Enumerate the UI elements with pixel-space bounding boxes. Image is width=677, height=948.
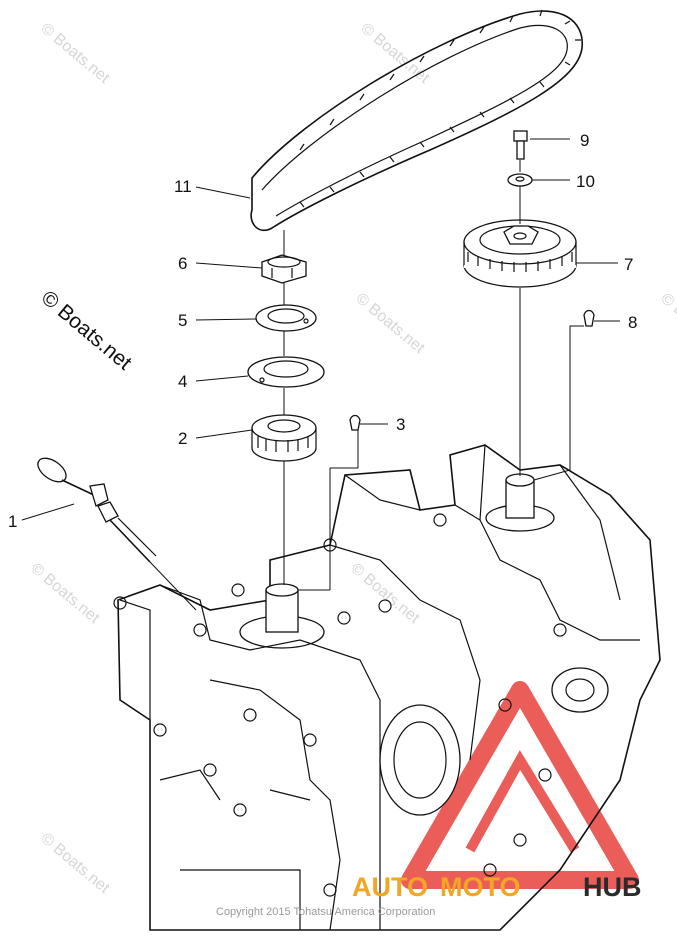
callout-10: 10 <box>576 172 595 191</box>
woodruff-key <box>583 309 595 327</box>
assembly-center-lines <box>149 160 584 611</box>
woodruff-key <box>349 414 361 431</box>
plate-upper <box>255 304 317 332</box>
callout-2: 2 <box>178 429 187 448</box>
cam-pulley <box>463 219 577 288</box>
brand-part-hub: HUB <box>583 872 642 902</box>
callout-labels: 1 2 3 4 5 6 7 8 9 10 11 <box>8 131 637 531</box>
callout-1: 1 <box>8 512 17 531</box>
callout-5: 5 <box>178 311 187 330</box>
dipstick <box>37 457 157 563</box>
watermark: © Boats.net <box>657 290 677 357</box>
callout-4: 4 <box>178 372 187 391</box>
bolt <box>513 130 528 160</box>
engine-block <box>113 444 661 931</box>
watermark: © Boats.net <box>357 20 433 87</box>
watermark: © Boats.net <box>347 560 423 627</box>
callout-3: 3 <box>396 415 405 434</box>
callout-8: 8 <box>628 313 637 332</box>
callout-11: 11 <box>174 177 192 196</box>
watermark: © Boats.net <box>37 830 113 897</box>
watermark: © Boats.net <box>37 20 113 87</box>
brand-logo-triangle <box>401 681 639 889</box>
callout-6: 6 <box>178 254 187 273</box>
callout-7: 7 <box>624 255 633 274</box>
brand-wordmark: AUTO MOTO HUB <box>352 872 642 902</box>
watermark: © Boats.net <box>352 290 428 357</box>
brand-part-auto: AUTO <box>352 872 428 902</box>
timing-belt <box>250 9 583 232</box>
washer <box>507 173 533 187</box>
callout-9: 9 <box>580 131 589 150</box>
brand-part-moto: MOTO <box>440 872 521 902</box>
watermarks: © Boats.net © Boats.net © Boats.net © Bo… <box>27 20 677 897</box>
footer-copyright: Copyright 2015 Tohatsu America Corporati… <box>216 906 435 918</box>
watermark: © Boats.net <box>27 560 103 627</box>
callout-leaders <box>21 138 620 521</box>
plate-lower <box>247 356 325 388</box>
side-copyright: © Boats.net <box>37 286 136 374</box>
crank-sprocket <box>251 414 317 462</box>
nut <box>261 254 307 284</box>
